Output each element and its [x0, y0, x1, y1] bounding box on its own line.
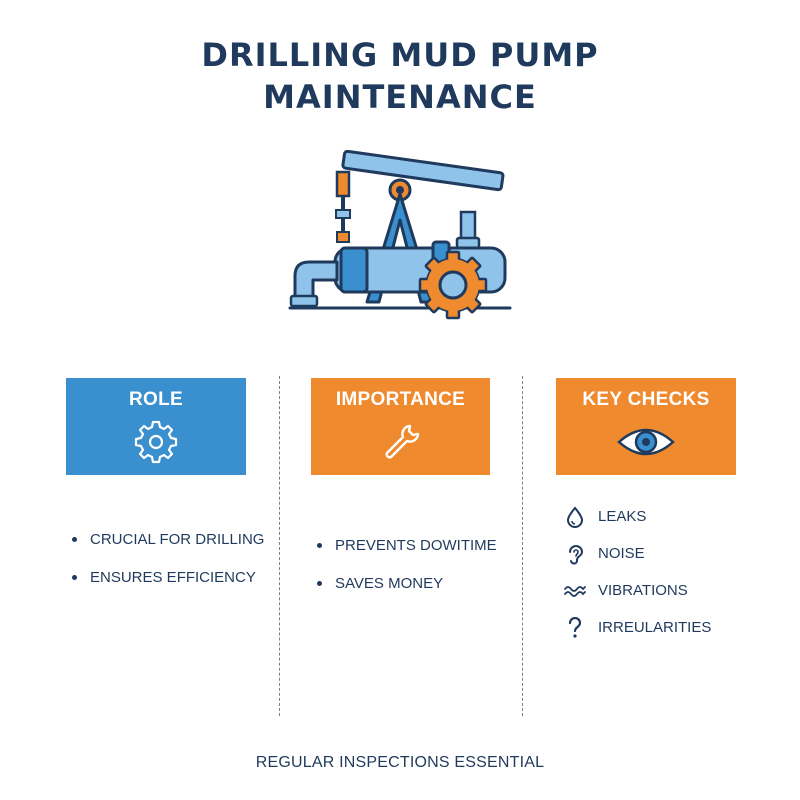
mud-pump-illustration [288, 150, 512, 320]
importance-label: IMPORTANCE [335, 389, 466, 410]
list-item: SAVES MONEY [311, 574, 497, 612]
list-item: LEAKS [564, 498, 711, 535]
list-item: VIBRATIONS [564, 572, 711, 609]
key-checks-card: KEY CHECKS [556, 378, 736, 475]
list-item: NOISE [564, 535, 711, 572]
column-divider-1 [279, 376, 280, 716]
role-label: ROLE [129, 389, 183, 410]
gear-icon [134, 420, 178, 464]
eye-icon [617, 428, 675, 456]
bullet [72, 575, 77, 580]
footer-text: REGULAR INSPECTIONS ESSENTIAL [255, 754, 545, 771]
droplet-icon [564, 505, 586, 528]
question-icon [564, 616, 586, 639]
bullet [72, 537, 77, 542]
ear-icon [564, 543, 586, 565]
title-line-2: MAINTENANCE [263, 78, 537, 116]
importance-list: PREVENTS DOWITIME SAVES MONEY [311, 536, 497, 612]
wrench-icon [385, 424, 419, 459]
column-divider-2 [522, 376, 523, 716]
bullet [317, 543, 322, 548]
key-checks-label: KEY CHECKS [582, 389, 710, 410]
page-title: DRILLING MUD PUMP MAINTENANCE [0, 34, 800, 118]
list-item: ENSURES EFFICIENCY [66, 568, 264, 606]
list-item: PREVENTS DOWITIME [311, 536, 497, 574]
importance-card: IMPORTANCE [311, 378, 490, 475]
role-card: ROLE [66, 378, 246, 475]
title-line-1: DRILLING MUD PUMP [201, 36, 599, 74]
list-item: IRREULARITIES [564, 609, 711, 646]
key-checks-list: LEAKS NOISE VIBRATIONS IRREULARITIES [564, 498, 711, 646]
role-list: CRUCIAL FOR DRILLING ENSURES EFFICIENCY [66, 530, 264, 606]
bullet [317, 581, 322, 586]
list-item: CRUCIAL FOR DRILLING [66, 530, 264, 568]
wave-icon [564, 580, 586, 602]
